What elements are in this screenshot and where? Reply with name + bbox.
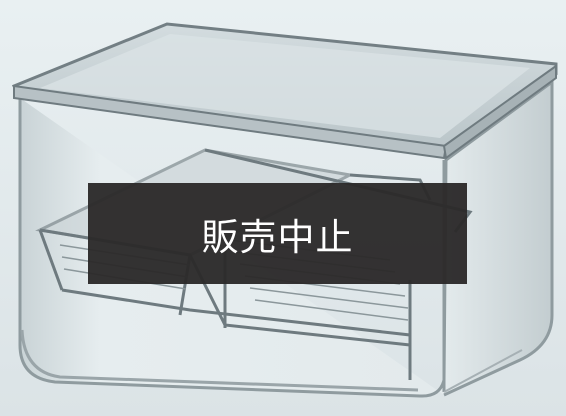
jar-lid [11, 22, 558, 160]
discontinued-banner: 販売中止 [88, 183, 467, 284]
discontinued-label: 販売中止 [201, 215, 354, 259]
